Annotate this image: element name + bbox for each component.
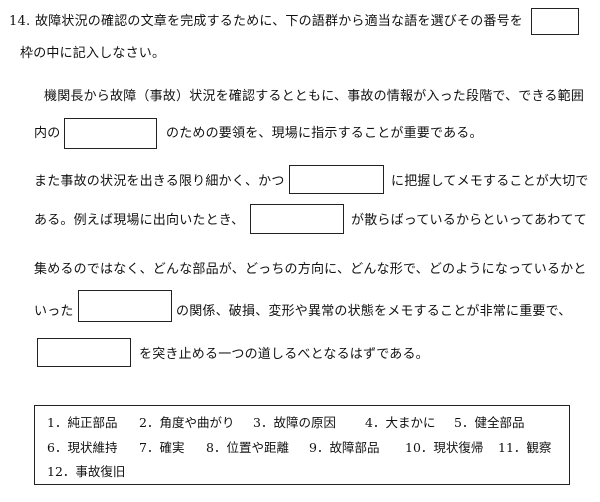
instruction-line-1: 故障状況の確認の文章を完成するために、下の語群から適当な語を選びその番号を (35, 14, 524, 29)
answer-box-2[interactable] (289, 165, 384, 194)
passage-line-1: 機関長から故障（事故）状況を確認するとともに、事故の情報が入った段階で、できる範… (44, 89, 585, 104)
choice-11: 11．観察 (498, 440, 552, 455)
passage-line-2b: のための要領を、現場に指示することが重要である。 (166, 126, 483, 141)
choice-9: 9．故障部品 (309, 440, 380, 455)
choice-3: 3．故障の原因 (253, 415, 336, 430)
passage-line-6a: いった (34, 304, 74, 319)
passage-line-5: 集めるのではなく、どんな部品が、どっちの方向に、どんな形で、どのようになっている… (34, 262, 587, 277)
choice-7: 7．確実 (139, 440, 185, 455)
choice-6: 6．現状維持 (47, 440, 118, 455)
answer-box-3[interactable] (250, 204, 344, 234)
passage-line-4a: ある。例えば現場に出向いたとき、 (34, 213, 245, 228)
passage-line-2a: 内の (34, 126, 61, 141)
passage-line-6b: の関係、破損、変形や異常の状態をメモすることが非常に重要で、 (176, 304, 572, 319)
passage-line-3b: に把握してメモすることが大切で (391, 174, 589, 189)
answer-box-4[interactable] (78, 290, 172, 322)
answer-box-example[interactable] (531, 8, 579, 35)
choice-8: 8．位置や距離 (206, 440, 289, 455)
choice-5: 5．健全部品 (454, 415, 525, 430)
passage-line-4b: が散らばっているからといってあわてて (351, 213, 587, 228)
choice-4: 4．大まかに (365, 415, 436, 430)
answer-box-5[interactable] (37, 338, 131, 367)
instruction-line-2: 枠の中に記入しなさい。 (20, 46, 166, 61)
word-list: 1．純正部品 2．角度や曲がり 3．故障の原因 4．大まかに 5．健全部品 6．… (34, 405, 570, 485)
passage-line-7: を突き止める一つの道しるべとなるはずである。 (139, 347, 429, 362)
choice-10: 10．現状復帰 (405, 440, 484, 455)
answer-box-1[interactable] (64, 118, 157, 149)
choice-12: 12．事故復旧 (47, 464, 126, 479)
choice-1: 1．純正部品 (47, 415, 118, 430)
question-number: 14. (9, 14, 31, 29)
passage-line-3a: また事故の状況を出きる限り細かく、かつ (34, 174, 285, 189)
choice-2: 2．角度や曲がり (139, 415, 235, 430)
